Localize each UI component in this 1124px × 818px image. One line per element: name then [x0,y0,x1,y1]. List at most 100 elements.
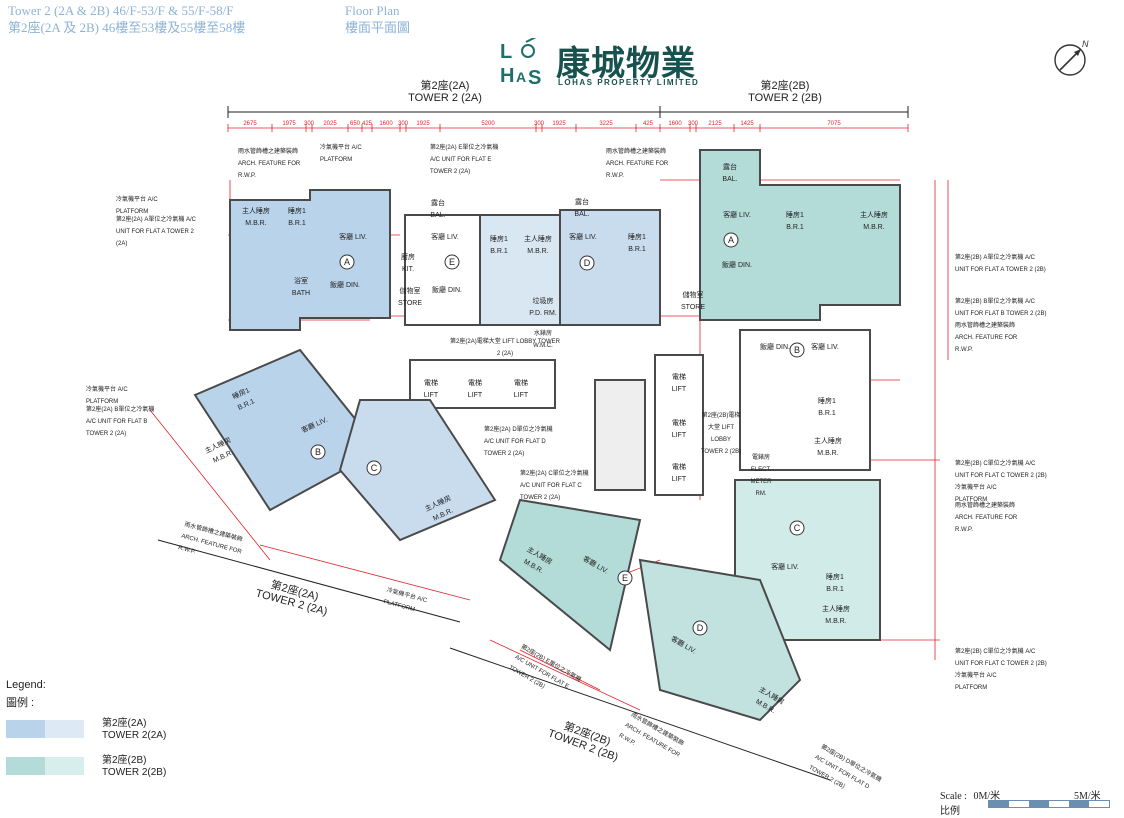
room-br1-2b-c: 睡房1 B.R.1 [826,574,844,593]
room-din-2b-b: 飯廳 DIN. [760,344,790,351]
header-title-en: Tower 2 (2A & 2B) 46/F-53/F & 55/F-58/F [8,3,234,18]
top-dimension-value: 2025 [323,121,337,127]
scale-end: 5M/米 [1074,791,1101,802]
top-dimension-value: 1925 [552,121,566,127]
annotation-ac-unit-c-2a: 第2座(2A) C單位之冷氣機 A/C UNIT FOR FLAT C TOWE… [520,471,589,501]
flat-2a-c [338,399,497,542]
legend-2a-cn: 第2座(2A) [102,718,147,729]
flat-2b-d [638,558,802,722]
flat-marker-letters: A E D A B C C E D B [315,235,801,633]
bottom-dimension-lines [157,539,831,781]
room-living-2b-b: 客廳 LIV. [811,344,839,351]
top-dimension-value: 425 [362,121,373,127]
room-bath-2a-a: 浴室 BATH [291,278,311,297]
tower-2a-lower-wing [193,348,497,542]
lift-1: 電梯 LIFT [423,380,439,399]
header-line-1: Tower 2 (2A & 2B) 46/F-53/F & 55/F-58/F … [8,2,400,19]
top-dimension-value: 300 [304,121,315,127]
annotation-ac-unit-e-2a: 第2座(2A) E單位之冷氣機 A/C UNIT FOR FLAT E TOWE… [430,145,499,175]
flat-markers [310,232,805,636]
top-dimension-line [227,106,909,118]
annotation-ac-unit-a-2a: 第2座(2A) A單位之冷氣機 A/C UNIT FOR FLAT A TOWE… [116,217,197,247]
room-bal-2a-d: 露台 BAL. [574,199,590,218]
annotation-arch-feature-2: 雨水管飾槽之建築裝飾 ARCH. FEATURE FOR R.W.P. [606,149,669,179]
header-floorplan-cn: 樓面平面圖 [345,20,411,35]
header-line-2: 第2座(2A 及 2B) 46樓至53樓及55樓至58樓 樓面平面圖 [8,19,410,36]
legend-label-2a: 第2座(2A) TOWER 2(2A) [102,718,166,742]
top-dimension-value: 1925 [416,121,430,127]
top-dimension-value: 3225 [599,121,613,127]
room-bal-2a: 露台 BAL. [430,200,446,219]
flat-2a-d [559,209,661,326]
flat-letter: B [794,345,800,355]
lift-bank-2b [654,354,704,496]
tower-2a-top-cn: 第2座(2A) [420,80,470,92]
svg-text:L: L [500,41,512,63]
lift-3: 電梯 LIFT [513,380,529,399]
room-bal-2b-a: 露台 BAL. [722,164,738,183]
flat-letter: D [697,623,704,633]
top-dimension-value: 7075 [827,121,841,127]
room-kit-2a-e: 廚房 KIT. [401,254,415,273]
top-dimension-value: 425 [643,121,654,127]
room-br1-2b-a: 睡房1 B.R.1 [786,212,804,231]
room-living-2b-c: 客廳 LIV. [771,564,799,571]
annotation-arch-feature-4: 雨水管飾槽之建築裝飾 ARCH. FEATURE FOR R.W.P. [955,503,1018,533]
scale-bar [988,800,1110,808]
flat-letter: A [728,235,734,245]
room-mbr-2b-c: 主人睡房 M.B.R. [822,606,850,625]
annotation-ac-unit-c-2b-lower: 第2座(2B) C單位之冷氣機 A/C UNIT FOR FLAT C TOWE… [955,649,1047,667]
annotation-arch-feature-1: 雨水管飾槽之建築裝飾 ARCH. FEATURE FOR R.W.P. [238,149,301,179]
room-br1-2a-e: 睡房1 B.R.1 [490,236,508,255]
header-title-cn: 第2座(2A 及 2B) 46樓至53樓及55樓至58樓 [8,20,246,35]
legend-title-cn: 圖例 : [6,697,35,709]
legend-2a-en: TOWER 2(2A) [102,730,167,741]
lift-bank-2a [409,359,556,409]
north-label: N [1082,39,1089,49]
water-meter-cabinet: 水錶房 W.M.C. [533,331,553,349]
lift-lobby-2a: 第2座(2A)電梯大堂 LIFT LOBBY TOWER 2 (2A) [450,339,560,357]
annotation-arch-feature-3: 雨水管飾槽之建築裝飾 ARCH. FEATURE FOR R.W.P. [955,323,1018,353]
top-dimension-value: 1600 [668,121,682,127]
room-refuse: 垃圾房 P.D. RM. [529,298,557,317]
flat-2b-b [739,329,871,471]
lift-6: 電梯 LIFT [671,464,687,483]
tower-2b-top-label: 第2座(2B) TOWER 2 (2B) [740,80,830,104]
scale-start: 0M/米 [973,791,1001,802]
flat-letter: A [344,257,350,267]
room-store-2a-e: 儲物室 STORE [398,288,422,307]
flat-letter: C [371,463,378,473]
annotation-ac-platform-left-lower: 冷氣機平台 A/C PLATFORM [86,387,128,405]
room-br1-2b-b: 睡房1 B.R.1 [818,398,836,417]
annotation-ac-unit-a-2b: 第2座(2B) A單位之冷氣機 A/C UNIT FOR FLAT A TOWE… [955,255,1046,273]
room-living-2b-a: 客廳 LIV. [723,212,751,219]
top-dimension-value: 1425 [740,121,754,127]
flat-letter: B [315,447,321,457]
logo-name-cn: 康城物業 [556,44,696,84]
room-din-2b-a: 飯廳 DIN. [722,262,752,269]
annotation-ac-platform-left: 冷氣機平台 A/C PLATFORM [116,197,158,215]
legend-swatch-2b [6,757,84,775]
tower-2b-upper-wing [699,149,901,641]
tower-2b-lower-wing [498,498,802,722]
room-din-2a-e: 飯廳 DIN. [432,287,462,294]
developer-logo: L H A S 康城物業 LOHAS PROPERTY LIMITED [498,38,728,90]
legend-swatch-2a [6,720,84,738]
top-dimension-value: 5200 [481,121,495,127]
legend: Legend: 圖例 : [6,676,46,712]
room-meter: 電錶房 ELECT. METER RM. [750,455,772,497]
annotation-ac-platform-right-lower: 冷氣機平台 A/C PLATFORM [955,673,997,691]
core [409,354,704,496]
annotation-ac-platform-right: 冷氣機平台 A/C PLATFORM [955,485,997,503]
flat-letter: C [794,523,801,533]
dimension-ticks [227,124,909,132]
lift-4: 電梯 LIFT [671,374,687,393]
header-floorplan-en: Floor Plan [345,3,400,18]
room-mbr-2a-a: 主人睡房 M.B.R. [242,208,270,227]
svg-text:S: S [528,67,541,89]
top-dimension-value: 2125 [708,121,722,127]
room-living-2a-d: 客廳 LIV. [569,234,597,241]
scale-label-en: Scale : [940,791,967,802]
tower-2b-top-cn: 第2座(2B) [760,80,810,92]
